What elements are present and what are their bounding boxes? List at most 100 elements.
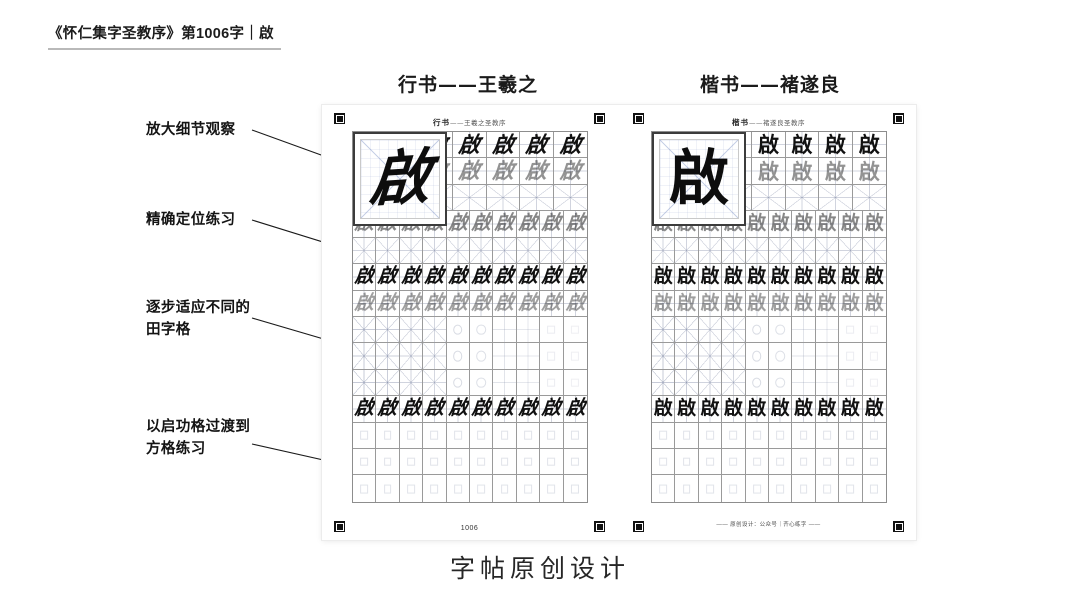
practice-row[interactable] [353,237,587,265]
practice-cell[interactable] [862,343,886,370]
practice-cell[interactable] [353,369,377,397]
practice-cell[interactable]: 啟 [520,158,554,185]
practice-cell[interactable] [652,449,676,476]
practice-cell[interactable]: 啟 [493,211,517,238]
practice-cell[interactable] [675,316,699,344]
practice-cell[interactable] [540,449,564,476]
practice-cell[interactable]: 啟 [516,290,541,317]
practice-cell[interactable]: 啟 [815,264,840,291]
practice-cell[interactable] [698,237,723,265]
practice-cell[interactable] [353,237,377,265]
practice-cell[interactable]: 啟 [469,264,494,291]
practice-cell[interactable]: 啟 [563,290,587,317]
practice-cell[interactable] [446,422,470,450]
practice-cell[interactable]: 啟 [493,396,517,423]
practice-cell[interactable]: 啟 [852,158,886,185]
practice-cell[interactable]: 啟 [486,158,521,185]
practice-row[interactable] [353,369,587,397]
practice-cell[interactable]: 啟 [745,290,769,317]
practice-row[interactable] [652,449,886,476]
practice-cell[interactable] [792,369,816,397]
practice-cell[interactable] [540,369,564,397]
practice-cell[interactable]: 啟 [652,264,676,291]
practice-cell[interactable] [698,369,723,397]
practice-cell[interactable] [540,316,564,344]
practice-row[interactable] [652,237,886,265]
practice-cell[interactable] [815,449,840,476]
practice-cell[interactable] [852,184,886,212]
practice-cell[interactable] [376,316,400,344]
practice-row[interactable]: 啟啟啟啟啟啟啟啟啟啟 [353,264,587,291]
practice-row[interactable] [353,449,587,476]
practice-cell[interactable]: 啟 [722,264,746,291]
practice-cell[interactable] [563,449,587,476]
practice-cell[interactable] [563,316,587,344]
practice-cell[interactable] [722,316,746,344]
practice-cell[interactable] [768,237,793,265]
practice-cell[interactable]: 啟 [563,396,587,423]
practice-cell[interactable] [652,343,676,370]
practice-cell[interactable]: 啟 [423,264,447,291]
practice-cell[interactable] [516,237,541,265]
practice-cell[interactable]: 啟 [839,264,863,291]
practice-cell[interactable]: 啟 [553,132,587,159]
practice-cell[interactable] [399,237,424,265]
practice-row[interactable]: 啟啟啟啟啟啟啟啟啟啟 [652,264,886,291]
practice-cell[interactable] [446,237,470,265]
practice-cell[interactable] [839,475,863,502]
practice-cell[interactable] [745,316,769,344]
practice-cell[interactable] [493,449,517,476]
practice-cell[interactable] [540,422,564,450]
practice-cell[interactable] [376,237,400,265]
practice-cell[interactable] [862,316,886,344]
practice-cell[interactable] [722,449,746,476]
practice-cell[interactable] [652,422,676,450]
practice-cell[interactable] [839,316,863,344]
practice-cell[interactable] [698,475,723,502]
practice-cell[interactable] [815,237,840,265]
practice-cell[interactable] [768,449,793,476]
practice-cell[interactable] [652,475,676,502]
practice-cell[interactable]: 啟 [353,290,377,317]
practice-row[interactable] [652,343,886,370]
practice-row[interactable] [353,343,587,370]
practice-cell[interactable]: 啟 [516,396,541,423]
practice-cell[interactable] [353,343,377,370]
practice-cell[interactable] [516,449,541,476]
practice-cell[interactable] [839,369,863,397]
practice-cell[interactable] [745,369,769,397]
practice-cell[interactable] [815,343,840,370]
practice-cell[interactable] [752,184,786,212]
practice-cell[interactable] [819,184,853,212]
practice-cell[interactable]: 啟 [862,290,886,317]
practice-cell[interactable] [563,369,587,397]
practice-cell[interactable] [399,422,424,450]
practice-cell[interactable] [553,184,587,212]
practice-cell[interactable] [862,369,886,397]
practice-cell[interactable] [353,449,377,476]
practice-cell[interactable] [675,475,699,502]
practice-cell[interactable]: 啟 [839,211,863,238]
practice-cell[interactable] [423,475,447,502]
practice-cell[interactable] [675,343,699,370]
practice-cell[interactable]: 啟 [553,158,587,185]
practice-cell[interactable] [745,237,769,265]
practice-cell[interactable] [423,449,447,476]
practice-cell[interactable] [815,316,840,344]
practice-cell[interactable]: 啟 [745,396,769,423]
practice-cell[interactable]: 啟 [423,290,447,317]
practice-cell[interactable] [862,237,886,265]
practice-cell[interactable] [540,343,564,370]
practice-cell[interactable] [722,475,746,502]
practice-cell[interactable] [353,475,377,502]
practice-cell[interactable]: 啟 [453,132,487,159]
practice-cell[interactable] [815,369,840,397]
practice-cell[interactable]: 啟 [839,396,863,423]
practice-cell[interactable] [815,422,840,450]
practice-cell[interactable] [768,369,793,397]
practice-cell[interactable] [423,343,447,370]
practice-cell[interactable] [469,422,494,450]
practice-cell[interactable]: 啟 [399,264,424,291]
practice-cell[interactable] [652,237,676,265]
practice-cell[interactable] [469,316,494,344]
